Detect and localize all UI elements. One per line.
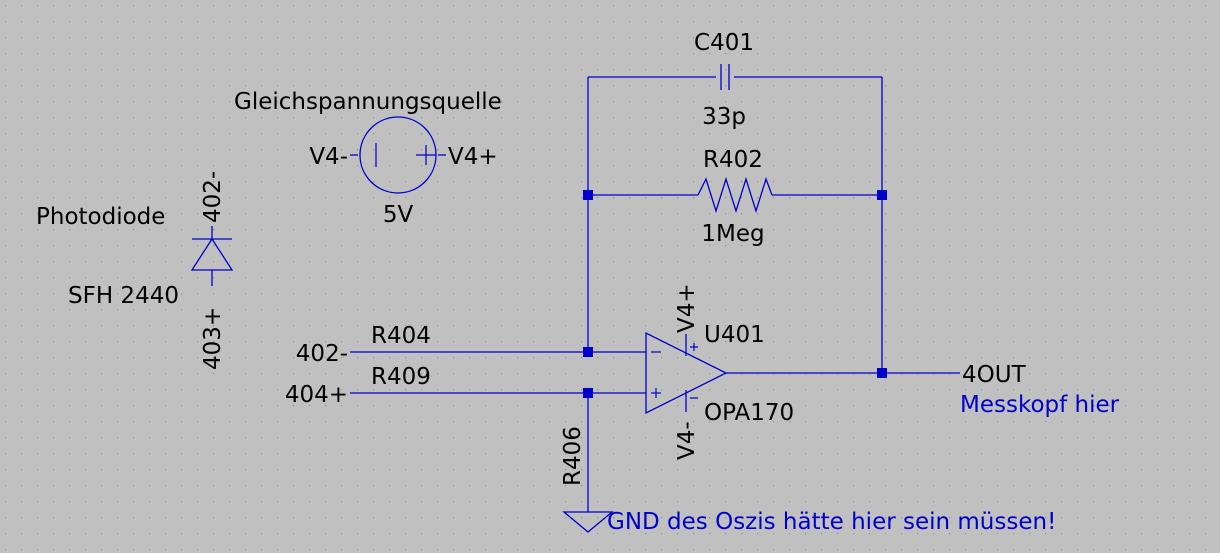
- input-resistor-noninv-ref: R409: [371, 364, 431, 390]
- photodiode-symbol[interactable]: [190, 237, 234, 271]
- capacitor-value: 33p: [702, 104, 746, 130]
- source-plus-sign: [416, 145, 436, 165]
- photodiode-pin-bottom: 403+: [200, 307, 226, 370]
- junction-dot: [877, 190, 887, 200]
- ground-note: GND des Oszis hätte hier sein müssen!: [607, 509, 1056, 535]
- feedback-resistor-ref: R402: [703, 147, 763, 173]
- photodiode-title: Photodiode: [36, 204, 165, 230]
- net-label-in-neg: 402-: [296, 341, 348, 367]
- ground-resistor-ref: R406: [560, 426, 586, 486]
- capacitor-ref: C401: [694, 30, 754, 56]
- opamp-supply-neg-label: V4-: [674, 421, 700, 460]
- photodiode-part: SFH 2440: [68, 283, 179, 309]
- source-neg-label: V4-: [309, 144, 348, 170]
- input-resistor-inv-ref: R404: [371, 323, 431, 349]
- photodiode-pin-top: 402-: [200, 171, 226, 223]
- opamp-symbol[interactable]: [645, 331, 728, 415]
- junction-dot: [583, 347, 593, 357]
- ground-icon[interactable]: [562, 511, 614, 533]
- opamp-supply-pos-label: V4+: [674, 283, 700, 333]
- source-value: 5V: [383, 202, 414, 228]
- junction-dot: [877, 368, 887, 378]
- probe-note: Messkopf hier: [960, 392, 1120, 418]
- junctions: [583, 190, 887, 398]
- opamp-ref: U401: [704, 322, 765, 348]
- junction-dot: [583, 190, 593, 200]
- opamp-value: OPA170: [704, 400, 794, 426]
- junction-dot: [583, 388, 593, 398]
- net-label-out: 4OUT: [962, 362, 1027, 388]
- feedback-resistor-symbol[interactable]: [697, 176, 773, 214]
- feedback-resistor-value: 1Meg: [701, 221, 764, 247]
- source-pos-label: V4+: [448, 144, 498, 170]
- capacitor-symbol[interactable]: [720, 64, 730, 90]
- opamp-vpos-plus: [690, 343, 698, 351]
- opamp-plus-sign: [651, 388, 661, 398]
- net-label-in-pos: 404+: [285, 382, 348, 408]
- source-title: Gleichspannungsquelle: [234, 89, 502, 115]
